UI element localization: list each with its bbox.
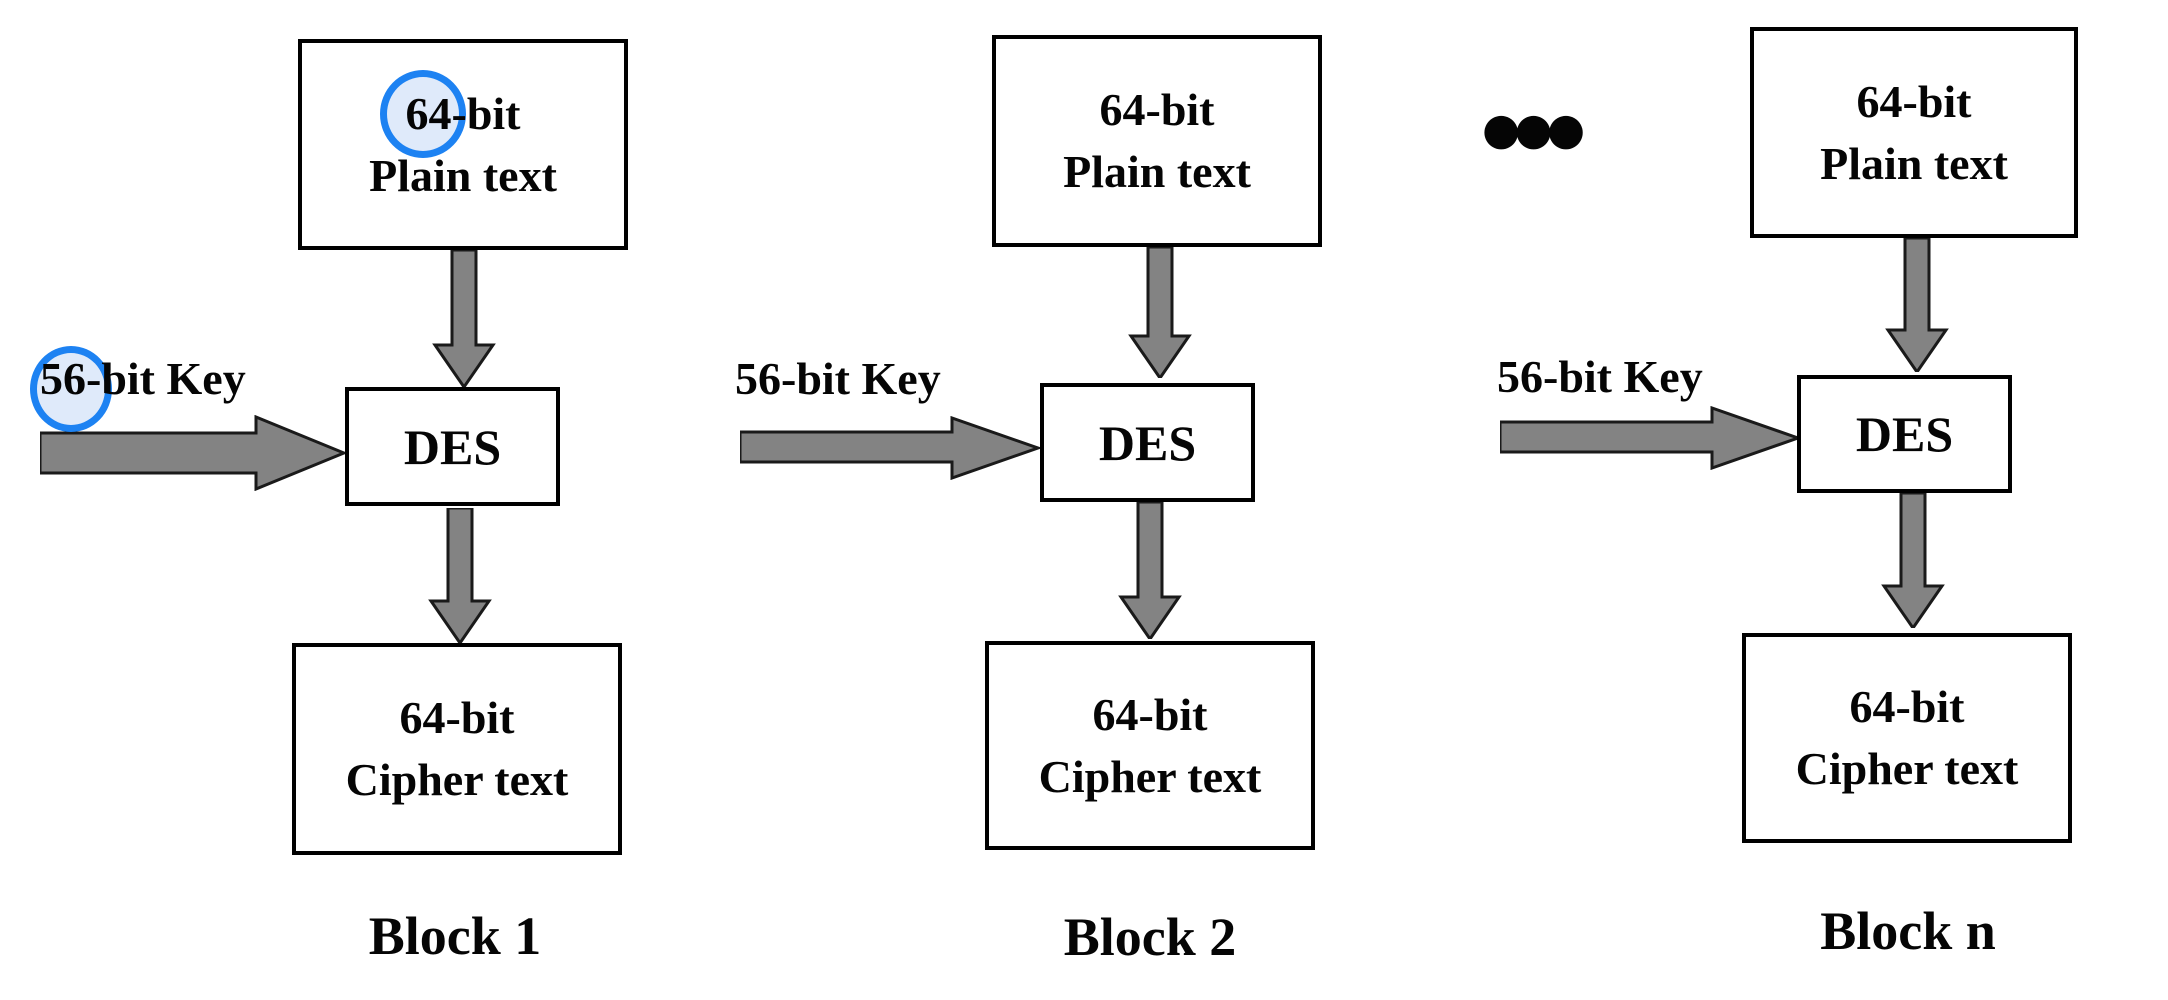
arrow-des-to-cipher-icon (1118, 502, 1182, 639)
arrow-plain-to-des-icon (1128, 247, 1192, 378)
plaintext-line2: Plain text (1820, 137, 2008, 189)
block-caption: Block 2 (1063, 907, 1237, 967)
arrow-plain-to-des-icon (1885, 238, 1949, 372)
ciphertext-box: 64-bit Cipher text (1742, 633, 2072, 843)
ciphertext-box: 64-bit Cipher text (985, 641, 1315, 850)
des-label: DES (403, 418, 502, 475)
ciphertext-line1: 64-bit (1092, 688, 1208, 740)
arrow-des-to-cipher-icon (1881, 493, 1945, 628)
arrow-des-to-cipher-icon (428, 508, 492, 643)
plaintext-box: 64-bit Plain text (1750, 27, 2078, 238)
plaintext-box: 64-bit Plain text (298, 39, 628, 250)
key-label: 56-bit Key (735, 353, 941, 404)
plaintext-line2: Plain text (1063, 146, 1251, 197)
highlight-ellipse-64bit (380, 70, 466, 158)
block-caption: Block 1 (368, 906, 542, 966)
ciphertext-line1: 64-bit (399, 692, 515, 743)
arrow-plain-to-des-icon (432, 250, 496, 387)
ciphertext-line2: Cipher text (1795, 743, 2019, 794)
block-n-group: 64-bit Plain text 56-bit Key DES 64-bit … (1480, 0, 2120, 1000)
plaintext-box: 64-bit Plain text (992, 35, 1322, 247)
ciphertext-line2: Cipher text (345, 754, 569, 805)
continuation-dots-icon: ●●● (1482, 104, 1585, 155)
plaintext-line1: 64-bit (1856, 75, 1972, 127)
key-label: 56-bit Key (40, 353, 246, 404)
block-2-group: 64-bit Plain text 56-bit Key DES 64-bit … (720, 0, 1360, 1000)
ciphertext-line2: Cipher text (1038, 750, 1262, 802)
plaintext-line1: 64-bit (1099, 84, 1215, 135)
key-arrow-icon (40, 415, 346, 491)
highlight-ellipse-56bit (30, 346, 112, 432)
des-label: DES (1855, 406, 1954, 462)
key-arrow-icon (1500, 406, 1800, 470)
des-box: DES (345, 387, 560, 506)
des-box: DES (1797, 375, 2012, 493)
plaintext-line1: 64-bit (405, 87, 521, 139)
key-arrow-icon (740, 416, 1040, 480)
ciphertext-box: 64-bit Cipher text (292, 643, 622, 855)
block-caption: Block n (1820, 901, 1996, 961)
ciphertext-line1: 64-bit (1849, 681, 1965, 732)
des-label: DES (1098, 414, 1197, 471)
des-box: DES (1040, 383, 1255, 502)
plaintext-line2: Plain text (369, 149, 557, 201)
block-1-group: 64-bit Plain text 56-bit Key DES 64-bit … (30, 0, 670, 1000)
key-label: 56-bit Key (1497, 351, 1703, 402)
